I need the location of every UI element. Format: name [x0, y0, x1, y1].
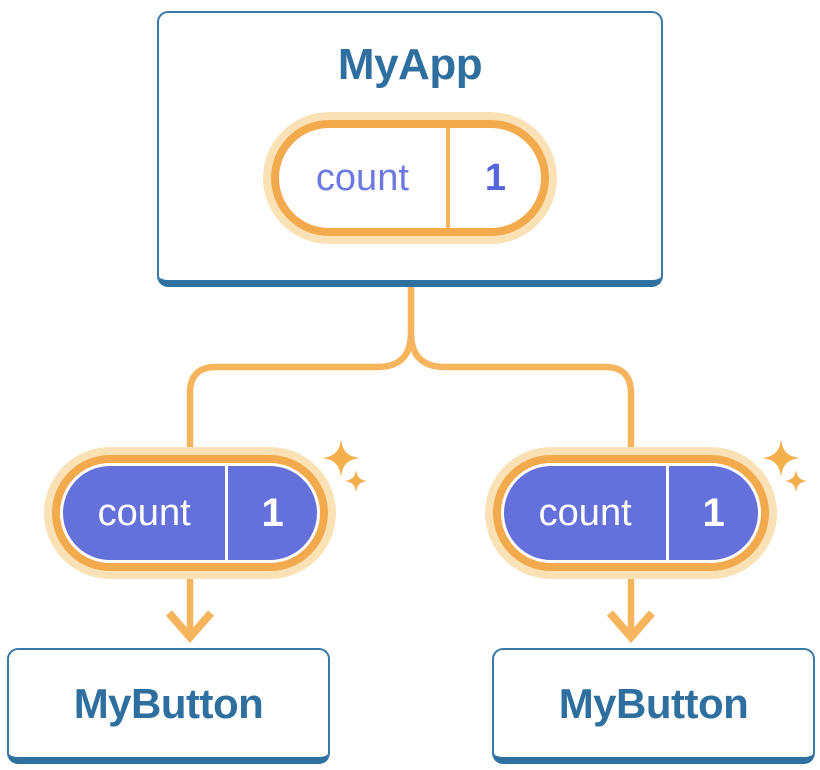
state-name: count — [538, 491, 632, 534]
arrow-down-icon — [606, 610, 656, 644]
state-name: count — [315, 156, 409, 199]
component-title-mybutton: MyButton — [73, 679, 264, 727]
component-title-mybutton: MyButton — [558, 679, 749, 727]
sparkle-icon — [322, 439, 360, 477]
sparkle-icon — [344, 469, 368, 493]
component-card-mybutton-left: MyButton — [7, 648, 330, 764]
sparkle-icon — [762, 439, 800, 477]
arrow-down-icon — [165, 610, 215, 644]
sparkle-icon — [784, 469, 808, 493]
pill-ring: count 1 — [493, 455, 769, 571]
state-pill-left-child: count 1 — [44, 447, 336, 579]
pill-ring: count 1 — [52, 455, 328, 571]
state-pill-right-child: count 1 — [485, 447, 777, 579]
state-value: 1 — [484, 156, 506, 199]
component-card-mybutton-right: MyButton — [492, 648, 815, 764]
pill-divider — [225, 466, 229, 560]
state-value: 1 — [261, 490, 284, 535]
connector-line-left — [186, 284, 415, 637]
pill-divider — [445, 128, 450, 228]
state-name: count — [97, 491, 191, 534]
component-title-myapp: MyApp — [337, 40, 483, 89]
connector-line-right — [407, 332, 635, 637]
state-value: 1 — [702, 490, 725, 535]
state-pill-root: count 1 — [263, 112, 557, 244]
pill-divider — [666, 466, 670, 560]
pill-ring: count 1 — [271, 120, 549, 236]
